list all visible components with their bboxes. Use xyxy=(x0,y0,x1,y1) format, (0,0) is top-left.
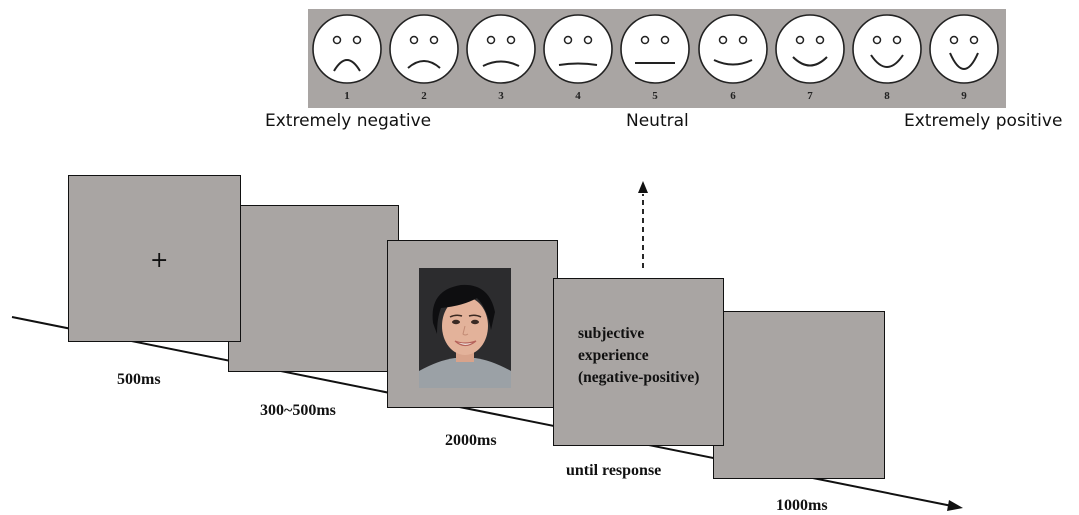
mildly-happy-face-icon xyxy=(698,14,768,84)
very-happy-face-icon xyxy=(929,14,999,84)
slightly-sad-face-icon xyxy=(466,14,536,84)
timing-label: until response xyxy=(566,462,662,479)
face-item-8[interactable]: 8 xyxy=(848,9,926,108)
timing-label: 1000ms xyxy=(776,497,828,514)
face-item-7[interactable]: 7 xyxy=(771,9,849,108)
fixation-cross: + xyxy=(150,248,169,273)
timeline-arrowhead-icon xyxy=(947,500,963,511)
face-photo-image xyxy=(419,268,511,388)
up-arrowhead-icon xyxy=(638,181,648,193)
prompt-text: subjective experience (negative-positive… xyxy=(578,323,728,389)
very-sad-face-icon xyxy=(312,14,382,84)
screen-fixation: + xyxy=(68,175,241,342)
neutral-face-icon xyxy=(620,14,690,84)
face-number: 8 xyxy=(884,90,890,102)
face-number: 4 xyxy=(575,90,581,102)
face-item-5[interactable]: 5 xyxy=(616,9,694,108)
face-number: 5 xyxy=(652,90,658,102)
rating-scale: 1 2 3 4 xyxy=(308,9,1006,108)
prompt-line: subjective xyxy=(578,325,645,342)
face-item-6[interactable]: 6 xyxy=(694,9,772,108)
prompt-line: experience xyxy=(578,347,649,364)
face-number: 9 xyxy=(961,90,967,102)
screen-face-stimulus xyxy=(387,240,558,408)
happy-face-icon xyxy=(852,14,922,84)
face-number: 1 xyxy=(344,90,350,102)
face-item-9[interactable]: 9 xyxy=(925,9,1003,108)
screen-blank-interval xyxy=(228,205,399,372)
prompt-line: (negative-positive) xyxy=(578,369,700,386)
timing-label: 500ms xyxy=(117,371,161,388)
slightly-happy-face-icon xyxy=(775,14,845,84)
scale-label-negative: Extremely negative xyxy=(265,111,432,131)
scale-label-neutral: Neutral xyxy=(626,111,689,131)
face-photo xyxy=(419,268,511,388)
mildly-sad-face-icon xyxy=(543,14,613,84)
face-number: 7 xyxy=(807,90,813,102)
timing-label: 2000ms xyxy=(445,432,497,449)
face-item-4[interactable]: 4 xyxy=(539,9,617,108)
screen-rating-prompt: subjective experience (negative-positive… xyxy=(553,278,724,446)
face-number: 3 xyxy=(498,90,504,102)
timing-label: 300~500ms xyxy=(260,402,336,419)
face-item-3[interactable]: 3 xyxy=(462,9,540,108)
scale-label-positive: Extremely positive xyxy=(904,111,1063,131)
screen-inter-trial xyxy=(713,311,885,479)
sad-face-icon xyxy=(389,14,459,84)
face-number: 2 xyxy=(421,90,427,102)
face-item-2[interactable]: 2 xyxy=(385,9,463,108)
face-number: 6 xyxy=(730,90,736,102)
face-item-1[interactable]: 1 xyxy=(308,9,386,108)
